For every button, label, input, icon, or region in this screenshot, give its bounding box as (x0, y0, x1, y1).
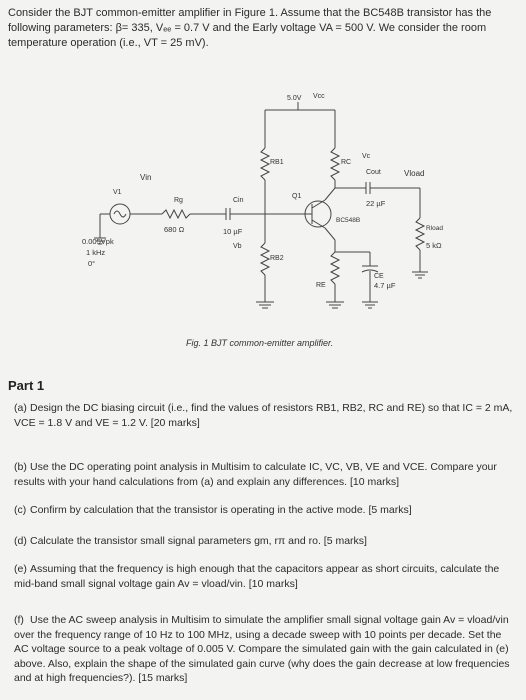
rc-label: RC (341, 159, 351, 166)
vload-label: Vload (404, 169, 424, 178)
ce-value: 4.7 µF (374, 281, 396, 290)
question-f: (f)Use the AC sweep analysis in Multisim… (14, 613, 518, 686)
source-amplitude: 0.005Vpk (82, 237, 114, 246)
transistor-model-label: BC548B (336, 217, 360, 224)
part-title: Part 1 (8, 378, 45, 393)
question-a: (a)Design the DC biasing circuit (i.e., … (14, 401, 518, 430)
question-e: (e)Assuming that the frequency is high e… (14, 562, 518, 591)
problem-intro: Consider the BJT common-emitter amplifie… (8, 7, 492, 49)
question-text: Use the DC operating point analysis in M… (14, 461, 497, 488)
re-label: RE (316, 282, 326, 289)
question-text: Design the DC biasing circuit (i.e., fin… (14, 402, 513, 429)
q1-label: Q1 (292, 193, 301, 200)
ce-label: CE (374, 273, 384, 280)
rb1-label: RB1 (270, 159, 284, 166)
v1-label: V1 (113, 189, 122, 196)
question-label: (b) (14, 461, 27, 473)
cin-label: Cin (233, 197, 244, 204)
question-text: Use the AC sweep analysis in Multisim to… (14, 614, 510, 684)
rg-value: 680 Ω (164, 225, 185, 234)
circuit-diagram: 5.0V Vcc RB1 RC Vc Q1 Cout 22 µF Vload V… (82, 93, 443, 309)
source-phase: 0° (88, 259, 95, 268)
question-d: (d)Calculate the transistor small signal… (14, 534, 518, 549)
vin-label: Vin (140, 173, 151, 182)
rload-value: 5 kΩ (426, 241, 442, 250)
question-text: Assuming that the frequency is high enou… (14, 563, 500, 590)
rg-label: Rg (174, 197, 183, 204)
question-label: (d) (14, 535, 27, 547)
question-c: (c)Confirm by calculation that the trans… (14, 503, 518, 518)
supply-voltage-label: 5.0V (287, 95, 302, 102)
question-label: (f) (14, 614, 24, 626)
cout-label: Cout (366, 169, 381, 176)
vb-label: Vb (233, 243, 242, 250)
question-label: (e) (14, 563, 27, 575)
source-frequency: 1 kHz (86, 248, 105, 257)
question-b: (b)Use the DC operating point analysis i… (14, 460, 518, 489)
question-label: (a) (14, 402, 27, 414)
vc-label: Vc (362, 153, 371, 160)
cout-value: 22 µF (366, 199, 386, 208)
question-text: Calculate the transistor small signal pa… (30, 535, 367, 547)
rb2-label: RB2 (270, 255, 284, 262)
figure-caption: Fig. 1 BJT common-emitter amplifier. (186, 338, 334, 348)
question-label: (c) (14, 504, 27, 516)
vcc-label: Vcc (313, 93, 325, 100)
cin-value: 10 µF (223, 227, 243, 236)
question-text: Confirm by calculation that the transist… (30, 504, 412, 516)
rload-label: Rload (426, 225, 443, 232)
